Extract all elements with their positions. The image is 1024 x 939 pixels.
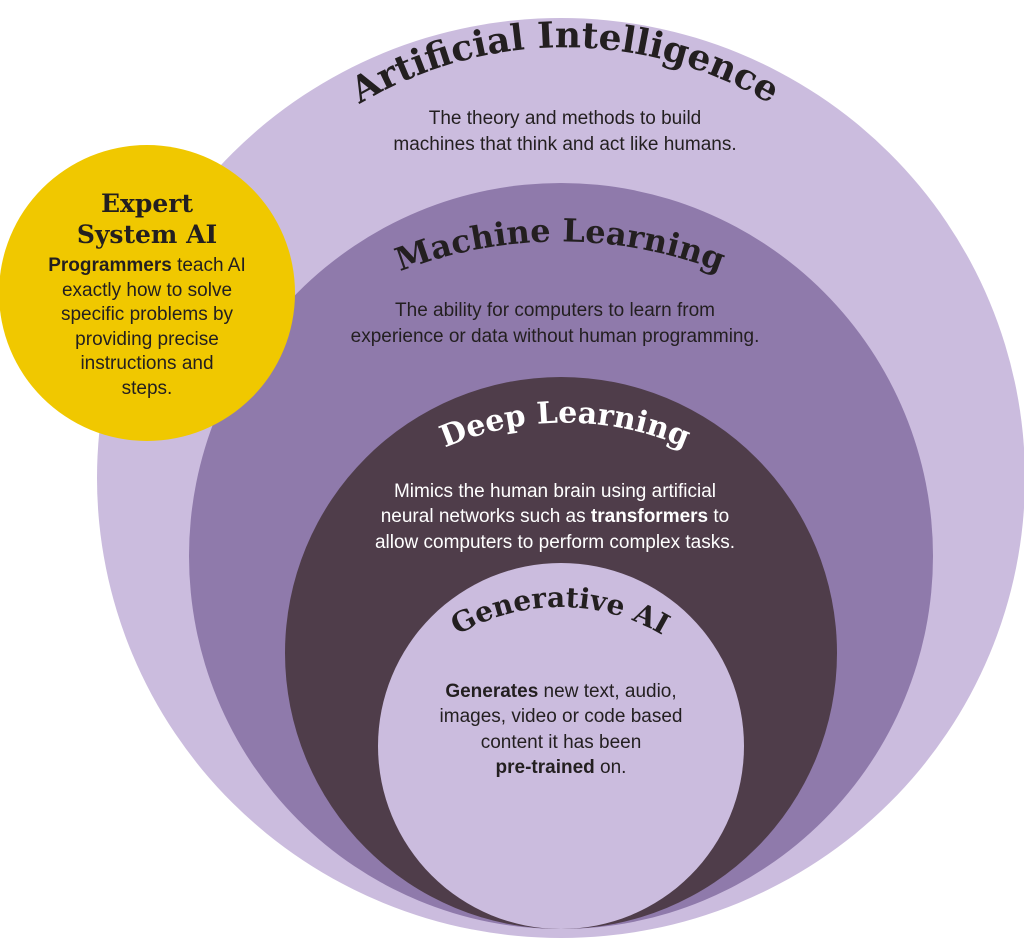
expert-desc-line: steps. [122,378,173,399]
ai-desc-line: The theory and methods to build [429,108,702,129]
gen-desc-line: images, video or code based [440,706,683,727]
dl-desc-line: neural networks such as transformers to [381,506,730,527]
gen-desc-line: pre-trained on. [496,757,627,778]
generates-emphasis: Generates [445,681,538,702]
expert-title-line: Expert [101,189,194,218]
programmers-emphasis: Programmers [48,255,172,276]
ml-desc-line: The ability for computers to learn from [395,300,715,321]
expert-title-line: System AI [77,220,217,249]
gen-desc-line: content it has been [481,732,642,753]
expert-desc-line: instructions and [80,353,213,374]
expert-circle [0,145,295,441]
gen-desc-line: Generates new text, audio, [445,681,676,702]
expert-desc-line: providing precise [75,329,219,350]
ai-desc-line: machines that think and act like humans. [393,134,736,155]
expert-desc-line: Programmers teach AI [48,255,246,276]
ml-desc-line: experience or data without human program… [351,326,760,347]
gen-circle [378,563,744,929]
transformers-emphasis: transformers [591,506,708,527]
expert-desc-line: specific problems by [61,304,234,325]
dl-desc-line: Mimics the human brain using artificial [394,481,716,502]
dl-desc-line: allow computers to perform complex tasks… [375,532,735,553]
pretrained-emphasis: pre-trained [496,757,595,778]
expert-desc-line: exactly how to solve [62,280,232,301]
